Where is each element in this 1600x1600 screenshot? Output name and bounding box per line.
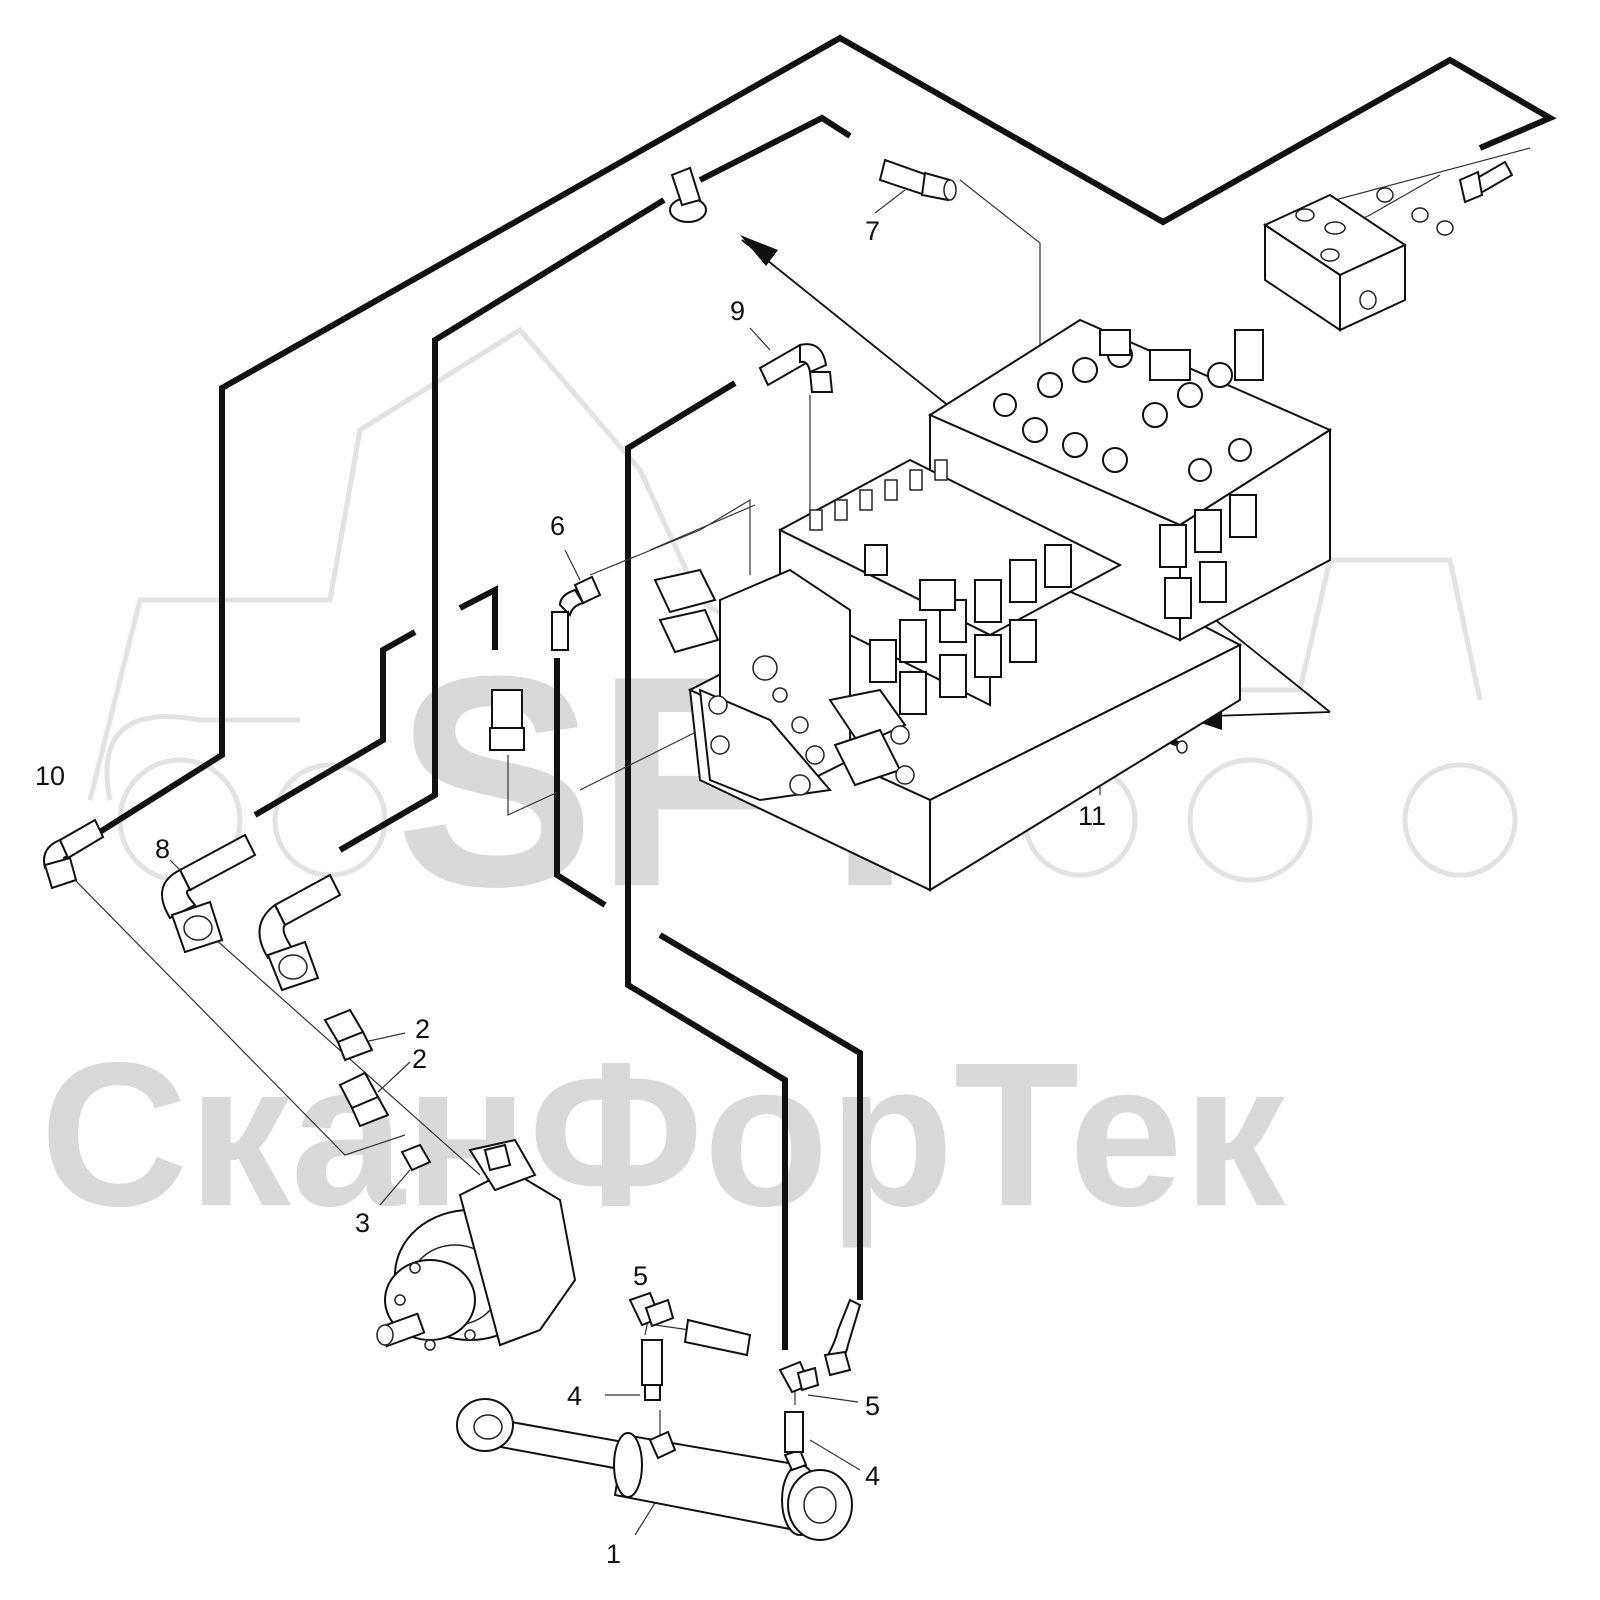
fitting-4-left <box>641 1339 663 1401</box>
hose-end-10 <box>43 818 105 890</box>
callout-2-upper: 2 <box>415 1014 430 1044</box>
hose-end-8 <box>161 833 257 954</box>
callout-3: 3 <box>355 1208 370 1238</box>
hose-vertical-short <box>458 585 498 650</box>
manifold-block <box>1262 160 1514 332</box>
adapter-3 <box>400 1143 432 1172</box>
hose-end-second <box>258 873 342 992</box>
hose-second <box>338 197 666 853</box>
callout-6: 6 <box>550 511 565 541</box>
callout-1: 1 <box>606 1539 621 1569</box>
control-valve-assembly <box>653 318 1333 892</box>
connectors-left <box>653 568 720 654</box>
hose-lines <box>93 34 1557 1350</box>
callout-7: 7 <box>865 216 880 246</box>
adapter-2-upper <box>323 1008 374 1062</box>
hose-outer-long <box>93 34 1557 838</box>
callout-5-left: 5 <box>633 1261 648 1291</box>
callout-4-right: 4 <box>865 1461 880 1491</box>
callouts: 1 2 2 3 4 4 5 5 6 7 8 9 10 11 <box>35 216 1106 1569</box>
hose-end-cylinder-left <box>683 1318 752 1357</box>
hose-fitting-7 <box>878 158 957 202</box>
watermark: SFT СканФорТек <box>40 326 1518 1249</box>
hose-9 <box>625 380 788 1350</box>
watermark-brand: СканФорТек <box>40 1020 1286 1249</box>
mid-bank-fittings <box>809 459 948 576</box>
arrow-head-long <box>740 235 778 266</box>
callout-11: 11 <box>1078 801 1106 831</box>
solenoid-coils <box>869 494 1257 715</box>
end-plate-ports <box>708 655 825 796</box>
hose-8 <box>253 629 417 818</box>
callout-4-left: 4 <box>567 1381 582 1411</box>
elbow-5-right <box>778 1360 820 1394</box>
hose-end-9 <box>758 343 834 393</box>
hose-clamp-top <box>669 166 707 223</box>
hose-6 <box>554 658 607 908</box>
callout-8: 8 <box>155 834 170 864</box>
hydraulic-cylinder <box>456 1398 853 1541</box>
hose-end-vertical <box>489 689 525 751</box>
valve-caps <box>993 329 1264 482</box>
elbow-5-left <box>628 1291 675 1328</box>
callout-5-right: 5 <box>865 1391 880 1421</box>
fitting-4-right <box>784 1411 804 1453</box>
inlet-block <box>828 688 915 787</box>
hose-second-upper <box>698 114 852 183</box>
hose-end-6 <box>551 575 602 651</box>
hydraulic-motor <box>376 1138 577 1351</box>
callout-10: 10 <box>35 761 65 791</box>
cylinder-fittings <box>628 1291 862 1453</box>
hose-lower-right <box>658 932 863 1300</box>
adapters <box>323 1008 432 1172</box>
callout-9: 9 <box>730 296 745 326</box>
adapter-2-lower <box>338 1071 390 1128</box>
hose-end-cylinder-right <box>823 1298 862 1377</box>
callout-2-lower: 2 <box>412 1044 427 1074</box>
